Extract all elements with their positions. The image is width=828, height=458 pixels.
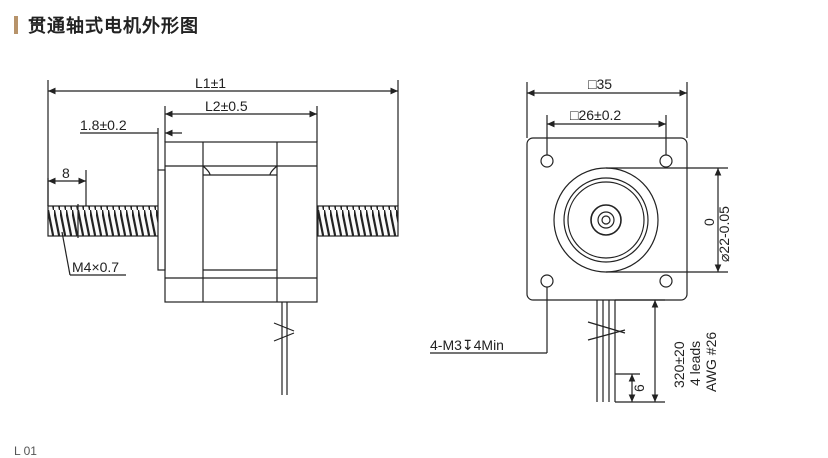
title-accent-bar	[14, 16, 18, 34]
dim-flange-width: □35	[588, 76, 612, 92]
dim-thread-length: 8	[62, 165, 70, 181]
lead-length: 320±20	[671, 341, 687, 388]
lead-count: 4 leads	[687, 341, 703, 386]
front-view	[430, 82, 728, 403]
page-title: 贯通轴式电机外形图	[28, 16, 199, 36]
footer-partial-text: L 01	[14, 444, 37, 458]
shaft-outer	[590, 204, 622, 236]
lead-screw-right	[317, 205, 399, 237]
hole-label: 4-M3↧4Min	[430, 337, 504, 353]
front-boss	[157, 169, 166, 271]
title-bar: 贯通轴式电机外形图	[14, 14, 199, 36]
dim-l2: L2±0.5	[205, 98, 248, 114]
motor-body	[164, 141, 318, 303]
side-view	[47, 80, 399, 395]
dim-boss-tolerance-top: 0	[701, 218, 717, 226]
dim-lead-end: 6	[631, 384, 647, 392]
dim-shoulder: 1.8±0.2	[80, 117, 127, 133]
mount-hole	[659, 274, 673, 288]
dim-hole-pitch: □26±0.2	[570, 107, 621, 123]
lead-screw-left	[47, 205, 161, 237]
shaft-inner	[597, 211, 615, 229]
thread-label: M4×0.7	[72, 259, 119, 275]
flange	[526, 137, 688, 301]
lead-gauge: AWG #26	[703, 332, 719, 392]
dim-boss-diameter: ⌀22-0.05	[716, 206, 732, 262]
dim-l1: L1±1	[195, 75, 226, 91]
